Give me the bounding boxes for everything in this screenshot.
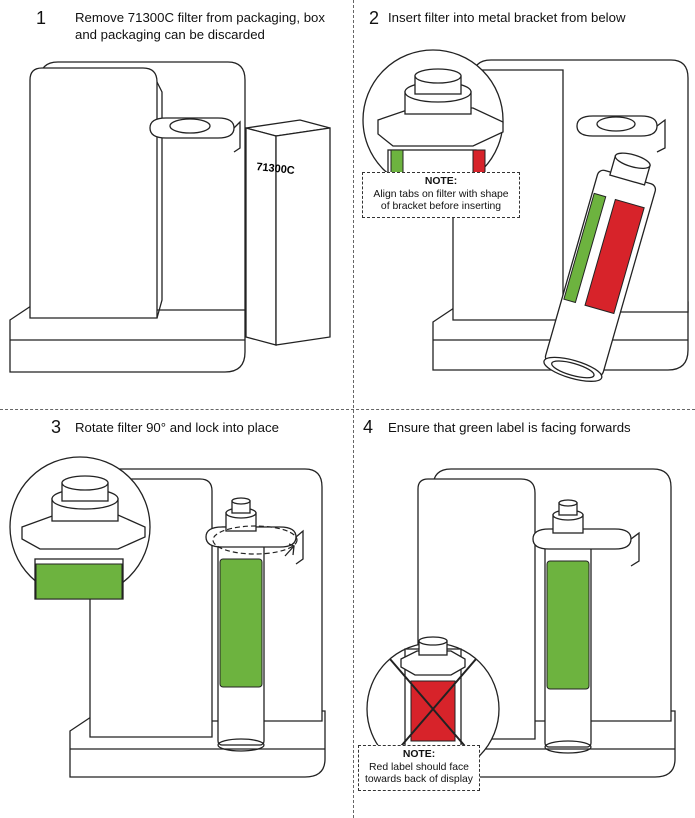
horizontal-divider — [0, 409, 695, 410]
step-3-illustration — [9, 456, 326, 778]
step-4-panel: 4 Ensure that green label is facing forw… — [353, 409, 695, 818]
note-body: Align tabs on filter with shape of brack… — [373, 188, 509, 213]
step-4-number: 4 — [363, 417, 374, 437]
step-1-illustration: 71300C — [9, 61, 331, 373]
box-label: 71300C — [256, 161, 296, 177]
step-2-note: NOTE: Align tabs on filter with shape of… — [362, 172, 520, 218]
note-body: Red label should face towards back of di… — [364, 761, 473, 786]
step-1-number: 1 — [36, 8, 47, 28]
step-1-text: Remove 71300C filter from packaging, box… — [75, 10, 325, 42]
step-1-panel: 1 Remove 71300C filter from packaging, b… — [0, 0, 353, 409]
step-3-panel: 3 Rotate filter 90° and lock into place — [0, 409, 353, 818]
step-2-panel: 2 Insert filter into metal bracket from … — [353, 0, 695, 409]
step-3-number: 3 — [51, 417, 62, 437]
step-4-text: Ensure that green label is facing forwar… — [388, 420, 631, 435]
step-2-text: Insert filter into metal bracket from be… — [388, 10, 626, 25]
step-4-note: NOTE: Red label should face towards back… — [358, 745, 480, 791]
note-title: NOTE: — [402, 749, 436, 760]
step-3-text: Rotate filter 90° and lock into place — [75, 420, 279, 435]
step-2-illustration — [362, 49, 689, 382]
step-2-number: 2 — [369, 8, 380, 28]
note-title: NOTE: — [424, 176, 458, 187]
